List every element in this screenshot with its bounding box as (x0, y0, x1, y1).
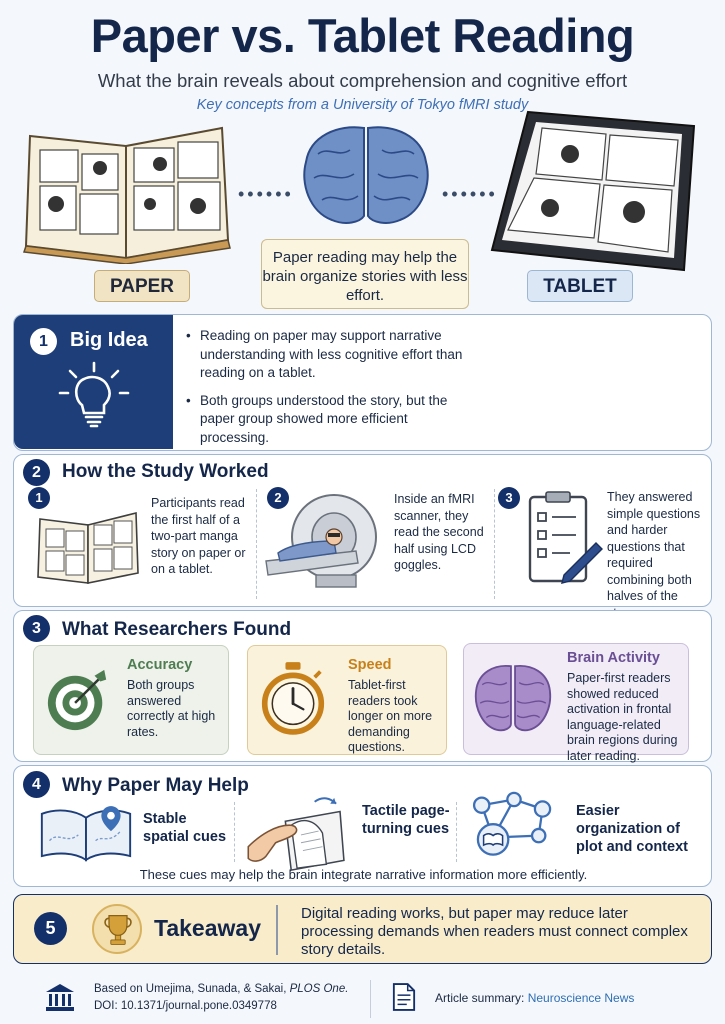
step-number: 2 (267, 487, 289, 509)
step-text: Participants read the first half of a tw… (151, 496, 246, 576)
trophy-badge (92, 904, 142, 954)
hero-callout: Paper reading may help the brain organiz… (261, 239, 469, 309)
section-title: How the Study Worked (62, 461, 269, 482)
finding-text: Tablet-first readers took longer on more… (348, 678, 433, 754)
study-line: Key concepts from a University of Tokyo … (196, 97, 529, 113)
page-subtitle: What the brain reveals about comprehensi… (97, 70, 628, 91)
section-number: 3 (23, 615, 50, 642)
finding-brain-activity: Brain Activity Paper-first readers showe… (463, 643, 689, 763)
doi: DOI: 10.1371/journal.pone.0349778 (94, 1000, 277, 1012)
target-icon (47, 669, 107, 731)
big-idea-bullets: Reading on paper may support narrative u… (184, 327, 474, 456)
takeaway-text: Digital reading works, but paper may red… (301, 905, 688, 958)
divider (256, 489, 257, 599)
divider (234, 802, 235, 862)
stopwatch-icon (261, 662, 325, 735)
cue-label: Easier organization of plot and context (576, 803, 688, 855)
citation-journal: PLOS One. (289, 983, 349, 995)
manga-book-icon (37, 511, 139, 584)
network-book-icon (472, 791, 552, 856)
section-what-researchers-found: 3 What Researchers Found Accuracy Both g… (13, 610, 712, 763)
section-number: 2 (23, 459, 50, 486)
step-number: 1 (28, 487, 50, 509)
document-icon (392, 983, 416, 1011)
paper-label: PAPER (94, 270, 190, 302)
section-title: What Researchers Found (62, 619, 292, 640)
section-title: Big Idea (70, 329, 148, 351)
trophy-icon (104, 914, 132, 945)
summary-source-link[interactable]: Neuroscience News (527, 991, 635, 1005)
finding-text: Paper-first readers showed reduced activ… (567, 671, 678, 763)
finding-title: Accuracy (127, 657, 193, 673)
cues-summary: These cues may help the brain integrate … (139, 867, 588, 882)
finding-title: Speed (348, 657, 392, 673)
bullet-item: Both groups understood the story, but th… (184, 392, 474, 448)
summary-label: Article summary: (435, 991, 528, 1005)
fmri-scanner-icon (265, 494, 377, 588)
lightbulb-icon (58, 361, 130, 428)
citation: Based on Umejima, Sunada, & Sakai, PLOS … (94, 983, 348, 995)
clipboard-checklist-icon (528, 491, 603, 584)
finding-text: Both groups answered correctly at high r… (127, 678, 216, 739)
divider (456, 802, 457, 862)
tablet-label: TABLET (527, 270, 633, 302)
brain-icon (474, 665, 552, 732)
map-book-icon (40, 806, 132, 862)
section-title: Why Paper May Help (62, 775, 249, 796)
section-number: 5 (34, 912, 67, 945)
brain-illustration (303, 126, 429, 224)
section-number: 1 (30, 328, 57, 355)
section-how-study-worked: 2 How the Study Worked 1 Participants re… (13, 454, 712, 620)
section-takeaway: 5 Takeaway Digital reading works, but pa… (13, 894, 712, 964)
page-turning-hand-icon (247, 797, 345, 872)
footer-divider (370, 980, 371, 1018)
institution-icon (46, 984, 74, 1011)
cue-label: Tactile page-turning cues (362, 803, 450, 837)
step-text: They answered simple questions and harde… (607, 490, 701, 620)
step-number: 3 (498, 487, 520, 509)
cue-label: Stable spatial cues (143, 811, 227, 845)
takeaway-title: Takeaway (154, 915, 261, 941)
finding-accuracy: Accuracy Both groups answered correctly … (33, 645, 229, 755)
takeaway-divider (276, 905, 278, 955)
connector-dots-right: •••••• (442, 184, 498, 204)
connector-dots-left: •••••• (238, 184, 294, 204)
section-number: 4 (23, 771, 50, 798)
big-idea-panel: 1 Big Idea (14, 315, 173, 449)
section-why-paper-may-help: 4 Why Paper May Help Stable spatial cues… (13, 765, 712, 887)
divider (494, 489, 495, 599)
tablet-illustration (490, 110, 696, 272)
article-summary: Article summary: Neuroscience News (435, 991, 634, 1005)
citation-authors: Based on Umejima, Sunada, & Sakai, (94, 983, 290, 995)
step-text: Inside an fMRI scanner, they read the se… (394, 492, 484, 572)
footer: Based on Umejima, Sunada, & Sakai, PLOS … (0, 974, 725, 1024)
finding-speed: Speed Tablet-first readers took longer o… (247, 645, 447, 755)
section-big-idea: 1 Big Idea Reading on paper may support … (13, 314, 712, 451)
page-title: Paper vs. Tablet Reading (90, 9, 635, 62)
open-book-illustration (22, 126, 231, 264)
finding-title: Brain Activity (567, 650, 660, 666)
bullet-item: Reading on paper may support narrative u… (184, 327, 474, 383)
